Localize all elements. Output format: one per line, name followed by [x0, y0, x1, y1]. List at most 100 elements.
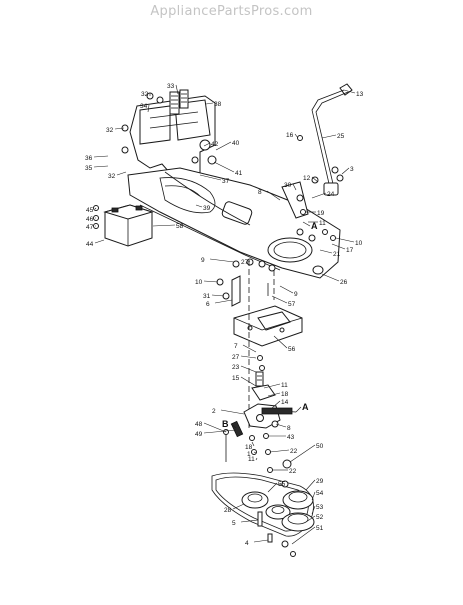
leader-line-22a — [269, 449, 290, 453]
callout-2: 2 — [212, 408, 216, 415]
leader-line-13 — [343, 89, 356, 94]
idler-arm-assembly — [223, 371, 297, 473]
callout-10b: 10 — [195, 279, 203, 286]
leader-line-23 — [240, 365, 257, 373]
callout-49: 49 — [195, 431, 203, 438]
callout-22a: 22 — [290, 448, 298, 455]
leader-line-36 — [93, 155, 109, 158]
callout-37: 37 — [222, 178, 230, 185]
callout-3: 3 — [350, 166, 354, 173]
callout-51: 51 — [316, 525, 324, 532]
leader-line-30 — [292, 183, 297, 191]
leader-line-44 — [94, 239, 105, 244]
callout-B: B — [222, 419, 229, 429]
callout-15: 15 — [232, 375, 240, 382]
leader-line-18b — [251, 441, 255, 447]
leader-line-7 — [242, 344, 257, 353]
callout-26: 26 — [340, 279, 348, 286]
leader-line-A2 — [295, 406, 302, 413]
callout-39: 39 — [203, 205, 211, 212]
leader-line-3 — [341, 167, 350, 175]
drive-shaft-center-line — [248, 260, 275, 430]
callout-10a: 10 — [355, 240, 363, 247]
leader-line-25 — [321, 134, 337, 139]
callout-46: 46 — [86, 216, 94, 223]
callout-57: 57 — [288, 301, 296, 308]
leader-line-B — [230, 423, 237, 429]
callout-30: 30 — [284, 182, 292, 189]
leader-line-9a — [209, 258, 235, 263]
callout-33: 33 — [167, 83, 175, 90]
leader-line-21 — [319, 249, 333, 254]
callout-47: 47 — [86, 224, 94, 231]
callout-27b: 27 — [232, 354, 240, 361]
leader-lines — [93, 84, 356, 545]
leader-line-15 — [240, 376, 257, 387]
callout-13: 13 — [356, 91, 364, 98]
callout-17: 17 — [346, 247, 354, 254]
callout-19: 19 — [317, 210, 325, 217]
bracket-assembly — [216, 275, 269, 307]
leader-line-42 — [203, 142, 211, 147]
callout-35: 35 — [85, 165, 93, 172]
leader-line-48 — [203, 422, 227, 433]
battery — [93, 204, 154, 247]
callout-53: 53 — [316, 504, 324, 511]
callout-44: 44 — [86, 241, 94, 248]
leader-line-39 — [195, 204, 203, 208]
callout-4: 4 — [245, 540, 249, 547]
callout-18b: 18 — [245, 444, 253, 451]
callout-1: 1 — [247, 451, 251, 458]
callout-32c: 32 — [108, 173, 116, 180]
callout-38: 38 — [214, 101, 222, 108]
callout-A1: A — [311, 221, 318, 231]
leader-line-2 — [220, 409, 245, 415]
callout-18a: 18 — [281, 391, 289, 398]
leader-line-10a — [335, 237, 355, 243]
leader-line-27b — [240, 355, 257, 359]
leader-line-58 — [152, 224, 176, 227]
leader-line-10b — [203, 280, 219, 283]
leader-line-5 — [240, 519, 259, 523]
callout-36: 36 — [85, 155, 93, 162]
leader-line-35 — [93, 165, 109, 168]
mounting-plate — [233, 305, 303, 371]
leader-line-51 — [291, 526, 316, 545]
leader-line-53 — [311, 505, 316, 515]
leader-line-4 — [253, 539, 269, 543]
callout-34: 34 — [140, 103, 148, 110]
leader-line-54 — [311, 491, 316, 501]
callout-50: 50 — [316, 443, 324, 450]
leader-line-27a — [247, 260, 251, 263]
leader-line-11b — [263, 383, 281, 389]
callout-52: 52 — [316, 514, 324, 521]
leader-line-55 — [267, 482, 278, 493]
leader-line-29 — [305, 479, 316, 491]
leader-line-8a — [266, 190, 281, 201]
callout-42: 42 — [211, 141, 219, 148]
leader-line-12 — [311, 176, 319, 183]
callout-54: 54 — [316, 490, 324, 497]
callout-9a: 9 — [201, 257, 205, 264]
leader-line-38 — [205, 102, 214, 105]
leader-line-28 — [232, 503, 245, 510]
callout-7: 7 — [234, 343, 238, 350]
leader-line-34 — [147, 104, 150, 113]
callout-55: 55 — [278, 481, 286, 488]
callout-28: 28 — [224, 507, 232, 514]
callout-8b: 8 — [287, 425, 291, 432]
control-lever — [281, 83, 353, 241]
callout-40: 40 — [232, 140, 240, 147]
callout-16: 16 — [286, 132, 294, 139]
leader-line-26 — [321, 273, 340, 282]
callout-21: 21 — [333, 251, 341, 258]
leader-line-18a — [267, 392, 281, 397]
callout-32a: 32 — [141, 91, 149, 98]
callout-11b: 11 — [281, 382, 288, 389]
callout-43: 43 — [287, 434, 295, 441]
callout-45: 45 — [86, 207, 94, 214]
callout-9b: 9 — [294, 291, 298, 298]
leader-line-41 — [213, 161, 235, 173]
